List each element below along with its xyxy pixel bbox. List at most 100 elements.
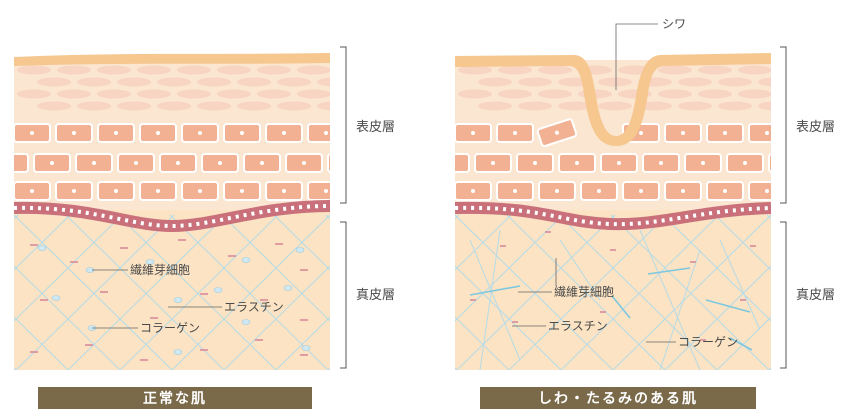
corneum-cell [658,66,692,75]
corneum-cell [698,90,732,99]
cell-nucleus [240,131,244,135]
elastin-label: エラスチン [224,300,284,314]
cell-nucleus [639,189,643,193]
corneum-cell [678,102,712,111]
fibroblast-label: 繊維芽細胞 [130,263,190,277]
fibroblast-cell [296,248,304,253]
cell-nucleus [723,189,727,193]
corneum-cell [97,66,131,75]
cell-nucleus [471,131,475,135]
corneum-cell [17,66,51,75]
corneum-cell [518,78,552,87]
corneum-cell [197,78,231,87]
cell-nucleus [491,161,495,165]
cell-nucleus [513,189,517,193]
cell-nucleus [639,131,643,135]
corneum-cell [538,90,572,99]
cell-nucleus [114,131,118,135]
epidermal-cell [350,182,386,200]
fibroblast-cell [214,288,222,293]
corneum-cell [17,90,51,99]
fibroblast-cell [284,286,292,291]
cell-nucleus [260,161,264,165]
corneum-cell [738,90,772,99]
epidermal-cells [0,124,406,200]
corneum-cell [237,78,271,87]
corneum-cell [277,78,311,87]
epidermal-cell [413,124,449,142]
corneum-cell [77,102,111,111]
cell-nucleus [302,161,306,165]
cell-nucleus [513,131,517,135]
cell-nucleus [386,161,390,165]
corneum-cell [758,102,792,111]
cell-nucleus [50,161,54,165]
fibroblast-cell [242,258,250,263]
corneum-cell [177,66,211,75]
fibroblast-cell [38,246,46,251]
cell-nucleus [597,189,601,193]
cell-nucleus [240,189,244,193]
cell-nucleus [681,131,685,135]
cell-nucleus [743,161,747,165]
corneum-cell [217,66,251,75]
corneum-cell [518,102,552,111]
corneum-cell [498,90,532,99]
corneum-cell [718,102,752,111]
corneum-cell [297,66,331,75]
cell-nucleus [218,161,222,165]
epidermal-cell [791,182,827,200]
cell-nucleus [8,161,12,165]
cell-nucleus [324,131,328,135]
epidermis-label-right: 表皮層 [796,120,835,135]
corneum-cell [718,78,752,87]
dermis-label-right: 真皮層 [796,288,835,303]
epidermal-cell [0,154,28,172]
epidermal-cell [0,124,8,142]
epidermal-cell [433,154,469,172]
corneum-cell [117,102,151,111]
fibroblast-cell [52,296,60,301]
left-layer-brackets [340,47,346,368]
epidermal-cell [769,154,805,172]
cell-nucleus [555,189,559,193]
corneum-cell [277,102,311,111]
corneum-cell [538,66,572,75]
cell-nucleus [92,161,96,165]
corneum-cell [478,102,512,111]
corneum-cell [297,90,331,99]
right-layer-brackets [780,47,786,368]
cell-nucleus [156,131,160,135]
corneum-cell [37,102,71,111]
corneum-cell [598,102,632,111]
fibroblast-cell [174,298,182,303]
wrinkle-label: シワ [662,17,686,31]
corneum-cell [157,102,191,111]
corneum-cell [678,78,712,87]
corneum-cell [217,90,251,99]
corneum-cell [658,90,692,99]
corneum-cell [157,78,191,87]
fibroblast-cell [174,350,182,355]
epidermis-label-left: 表皮層 [356,120,395,135]
epidermal-cell [811,154,847,172]
corneum-cell [698,66,732,75]
cell-nucleus [617,161,621,165]
fibroblast-cell [302,346,310,351]
cell-nucleus [471,189,475,193]
wrinkled-skin-caption: しわ・たるみのある肌 [480,387,756,409]
cell-nucleus [176,161,180,165]
cell-nucleus [765,189,769,193]
fibroblast-cell [242,320,250,325]
cell-nucleus [533,161,537,165]
cell-nucleus [156,189,160,193]
corneum-cell [458,90,492,99]
collagen-label: コラーゲン [140,321,200,335]
cell-nucleus [198,189,202,193]
cell-nucleus [324,189,328,193]
corneum-cell [598,78,632,87]
cell-nucleus [449,161,453,165]
cell-nucleus [701,161,705,165]
epidermal-cell [0,182,8,200]
